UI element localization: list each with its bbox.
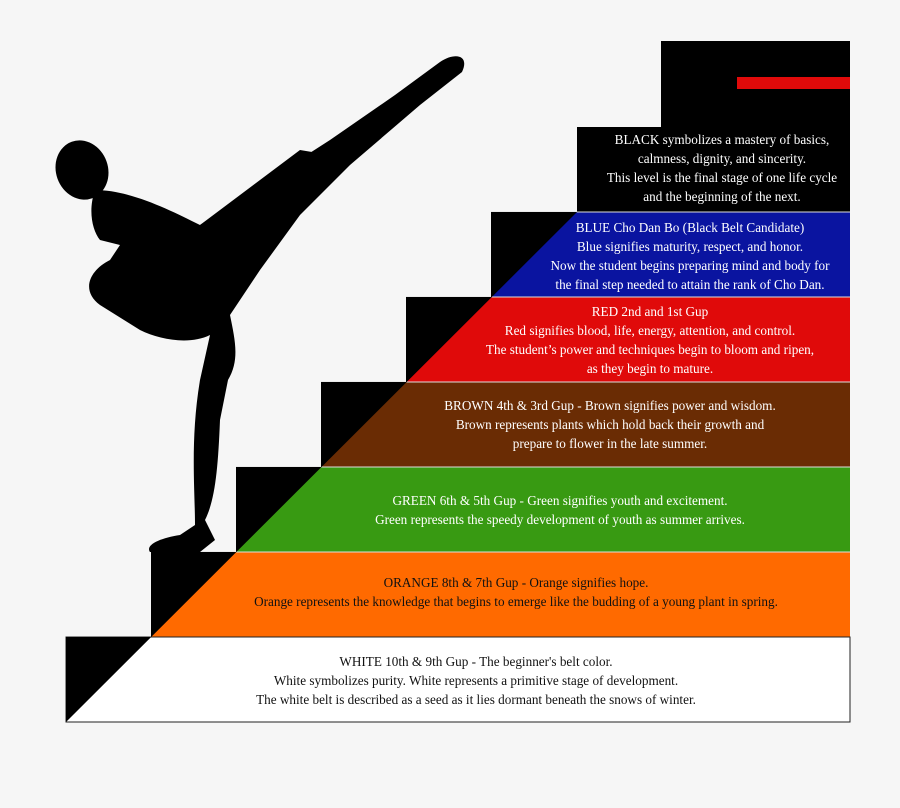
step-text-black: BLACK symbolizes a mastery of basics, ca… [577, 130, 867, 206]
step-line: This level is the final stage of one lif… [606, 170, 838, 185]
step-line: BLUE Cho Dan Bo (Black Belt Candidate) [575, 220, 805, 235]
step-line: BLACK symbolizes a mastery of basics, [614, 132, 830, 147]
step-brown [321, 382, 850, 467]
step-green [236, 467, 850, 552]
step-line: The white belt is described as a seed as… [256, 692, 696, 707]
black-belt-stripe [737, 77, 850, 89]
step-line: calmness, dignity, and sincerity. [637, 151, 807, 166]
step-line: Now the student begins preparing mind an… [550, 258, 830, 273]
step-line: GREEN 6th & 5th Gup - Green signifies yo… [392, 493, 728, 508]
step-text-blue: BLUE Cho Dan Bo (Black Belt Candidate) B… [490, 218, 890, 294]
step-text-red: RED 2nd and 1st Gup Red signifies blood,… [450, 302, 850, 378]
step-line: Green represents the speedy development … [375, 512, 745, 527]
step-line: BROWN 4th & 3rd Gup - Brown signifies po… [444, 398, 776, 413]
step-line: and the beginning of the next. [643, 189, 801, 204]
step-line: Orange represents the knowledge that beg… [254, 594, 778, 609]
step-text-orange: ORANGE 8th & 7th Gup - Orange signifies … [216, 573, 816, 611]
step-line: as they begin to mature. [586, 361, 714, 376]
step-line: Brown represents plants which hold back … [455, 417, 765, 432]
step-line: White symbolizes purity. White represent… [273, 673, 679, 688]
step-text-green: GREEN 6th & 5th Gup - Green signifies yo… [360, 491, 760, 529]
step-white [65, 636, 851, 723]
step-black [577, 127, 850, 212]
step-line: Red signifies blood, life, energy, atten… [504, 323, 796, 338]
step-line: prepare to flower in the late summer. [512, 436, 708, 451]
step-text-white: WHITE 10th & 9th Gup - The beginner's be… [176, 652, 776, 709]
step-line: WHITE 10th & 9th Gup - The beginner's be… [339, 654, 613, 669]
step-line: The student’s power and techniques begin… [485, 342, 815, 357]
step-line: Blue signifies maturity, respect, and ho… [576, 239, 804, 254]
martial-artist-silhouette [55, 56, 465, 552]
step-line: RED 2nd and 1st Gup [591, 304, 709, 319]
step-line: ORANGE 8th & 7th Gup - Orange signifies … [383, 575, 649, 590]
step-orange [151, 552, 850, 637]
staircase-shadow [66, 212, 577, 722]
step-text-brown: BROWN 4th & 3rd Gup - Brown signifies po… [410, 396, 810, 453]
step-red [406, 297, 850, 382]
step-line: the final step needed to attain the rank… [555, 277, 825, 292]
